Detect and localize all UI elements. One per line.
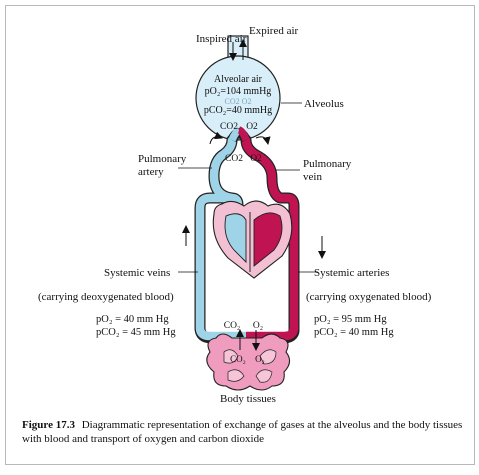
pulmonary-flow-arrow-right — [255, 136, 271, 145]
systemic-veins-label: Systemic veins — [104, 267, 170, 279]
figure-caption: Figure 17.3 Diagrammatic representation … — [22, 418, 467, 446]
alveolar-po2-label: pO₂=104 mmHg — [205, 86, 272, 97]
alveolus-inner-gas-label: CO2 O2 — [225, 97, 252, 106]
body-tissues — [206, 333, 291, 391]
alveolus-sac — [195, 55, 281, 141]
systemic-arteries-label: Systemic arteries — [314, 267, 389, 279]
veins-pco2-label: pCO₂ = 45 mm Hg — [96, 327, 176, 338]
tissue-co2-label: CO₂ — [224, 321, 241, 331]
figure-caption-text: Diagrammatic representation of exchange … — [22, 419, 463, 445]
tissue-inner-co2-label: CO₂ — [230, 354, 246, 364]
figure-frame — [5, 5, 475, 465]
tissue-inner-o2-label: O₂ — [255, 354, 265, 364]
capillary-co2-label: CO2 — [225, 154, 243, 164]
tissue-o2-label: O₂ — [253, 321, 263, 331]
pulmonary-vein-label-1: Pulmonary — [303, 158, 352, 170]
pulmonary-flow-arrow-left — [209, 131, 223, 145]
systemic-veins-note: (carrying deoxygenated blood) — [38, 291, 174, 303]
alveolus-o2-label: O2 — [246, 122, 258, 132]
inspired-air-label: Inspired air — [196, 33, 247, 45]
arteries-po2-label: pO₂ = 95 mm Hg — [314, 314, 387, 325]
heart — [212, 200, 293, 279]
alveolus-co2-label: CO2 — [220, 122, 238, 132]
pulmonary-artery-label-2: artery — [138, 166, 164, 178]
alveolar-air-label: Alveolar air — [214, 74, 263, 85]
pulmonary-vein-label-2: vein — [303, 171, 322, 183]
alveolus-label: Alveolus — [304, 98, 344, 110]
veins-po2-label: pO₂ = 40 mm Hg — [96, 314, 169, 325]
expired-air-label: Expired air — [249, 25, 299, 37]
body-tissues-label: Body tissues — [220, 393, 276, 405]
pulmonary-artery-label-1: Pulmonary — [138, 153, 187, 165]
capillary-o2-label: O2 — [250, 154, 262, 164]
systemic-arteries-note: (carrying oxygenated blood) — [306, 291, 432, 303]
left-ventricle — [253, 212, 283, 267]
right-ventricle — [224, 213, 247, 264]
alveolar-pco2-label: pCO₂=40 mmHg — [204, 105, 272, 116]
arteries-pco2-label: pCO₂ = 40 mm Hg — [314, 327, 394, 338]
figure-number: Figure 17.3 — [22, 419, 75, 431]
